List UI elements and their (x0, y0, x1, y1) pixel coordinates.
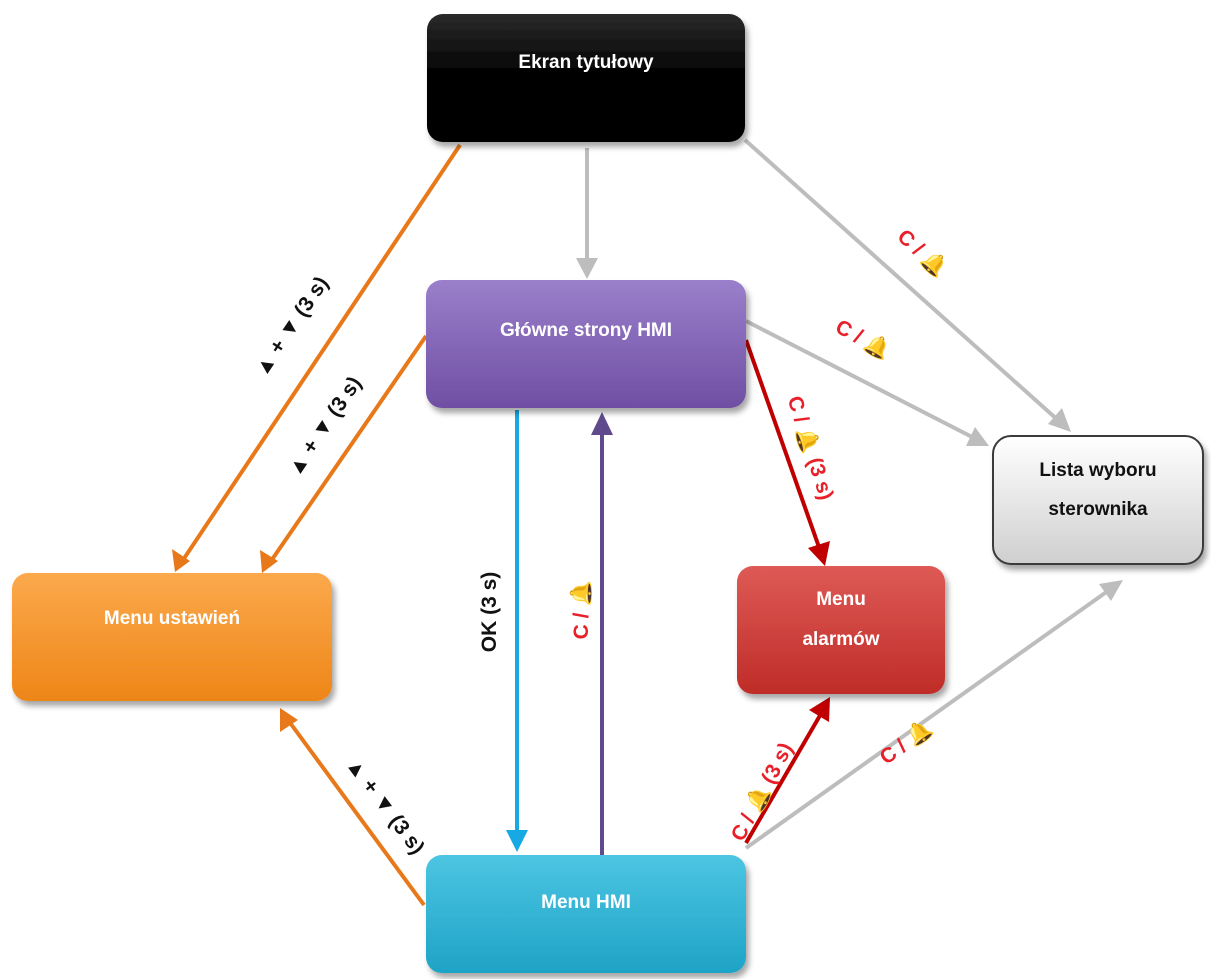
arrow-line (744, 586, 1114, 850)
node-box (737, 566, 945, 694)
arrowhead (506, 830, 528, 852)
node-settings-menu: Menu ustawień (12, 573, 332, 701)
arrow-line (269, 334, 428, 563)
label-main-to-alarms: C / 🔔 (3 s) (783, 393, 839, 503)
label-main-to-list: C / 🔔 (832, 314, 895, 363)
arrow-line (745, 319, 975, 440)
arrowhead (172, 549, 190, 572)
edge-main-to-hmi (506, 410, 528, 852)
node-main-pages: Główne strony HMI (426, 280, 746, 408)
node-label-line1: Menu (816, 589, 866, 610)
edge-hmi-to-main (591, 412, 613, 855)
node-label: Ekran tytułowy (518, 52, 654, 73)
node-box (427, 14, 745, 142)
arrowhead (809, 697, 830, 722)
arrowhead (966, 427, 989, 446)
node-label: Menu HMI (541, 892, 631, 913)
arrow-line (743, 138, 1062, 424)
node-label-line1: Lista wyboru (1039, 460, 1156, 481)
node-hmi-menu: Menu HMI (426, 855, 746, 973)
arrowhead (591, 412, 613, 435)
label-hmi-to-settings: ▲ + ▼ (3 s) (342, 753, 429, 858)
edge-main-to-settings (260, 334, 428, 573)
arrow-line (181, 143, 462, 562)
arrowhead (280, 708, 298, 732)
arrowhead (1048, 408, 1071, 432)
label-title-to-list: C / 🔔 (893, 224, 953, 281)
arrowhead (260, 550, 278, 573)
label-main-to-hmi: OK (3 s) (478, 572, 501, 653)
node-title-screen: Ekran tytułowy (427, 14, 745, 142)
edge-hmi-to-alarms (744, 697, 830, 845)
label-hmi-to-alarms: C / 🔔 (3 s) (726, 738, 798, 844)
node-label: Główne strony HMI (500, 320, 672, 341)
arrowhead (1099, 580, 1123, 601)
arrow-line (286, 718, 426, 907)
node-box (426, 280, 746, 408)
edge-main-to-alarms (744, 339, 830, 566)
node-box (426, 855, 746, 973)
node-label: Menu ustawień (104, 608, 240, 629)
arrow-line (744, 339, 822, 551)
edge-hmi-to-settings (280, 708, 426, 907)
node-label-line2: alarmów (802, 629, 879, 650)
edge-hmi-to-list (744, 580, 1123, 850)
node-label-line2: sterownika (1048, 499, 1148, 520)
arrowhead (808, 541, 830, 566)
label-hmi-to-main: C / 🔔 (569, 581, 593, 640)
label-title-to-settings: ▲ + ▼ (3 s) (250, 272, 333, 380)
node-box (12, 573, 332, 701)
edge-main-to-list (745, 319, 989, 446)
arrowhead (576, 258, 598, 279)
label-hmi-to-list: C / 🔔 (875, 715, 937, 769)
edge-title-to-main (576, 148, 598, 279)
arrow-line (744, 710, 824, 845)
node-controller-list: Lista wyboru sterownika (992, 435, 1204, 565)
edge-title-to-settings (172, 143, 462, 572)
node-alarm-menu: Menu alarmów (737, 566, 945, 694)
edge-title-to-list (743, 138, 1071, 432)
node-box (992, 435, 1204, 565)
